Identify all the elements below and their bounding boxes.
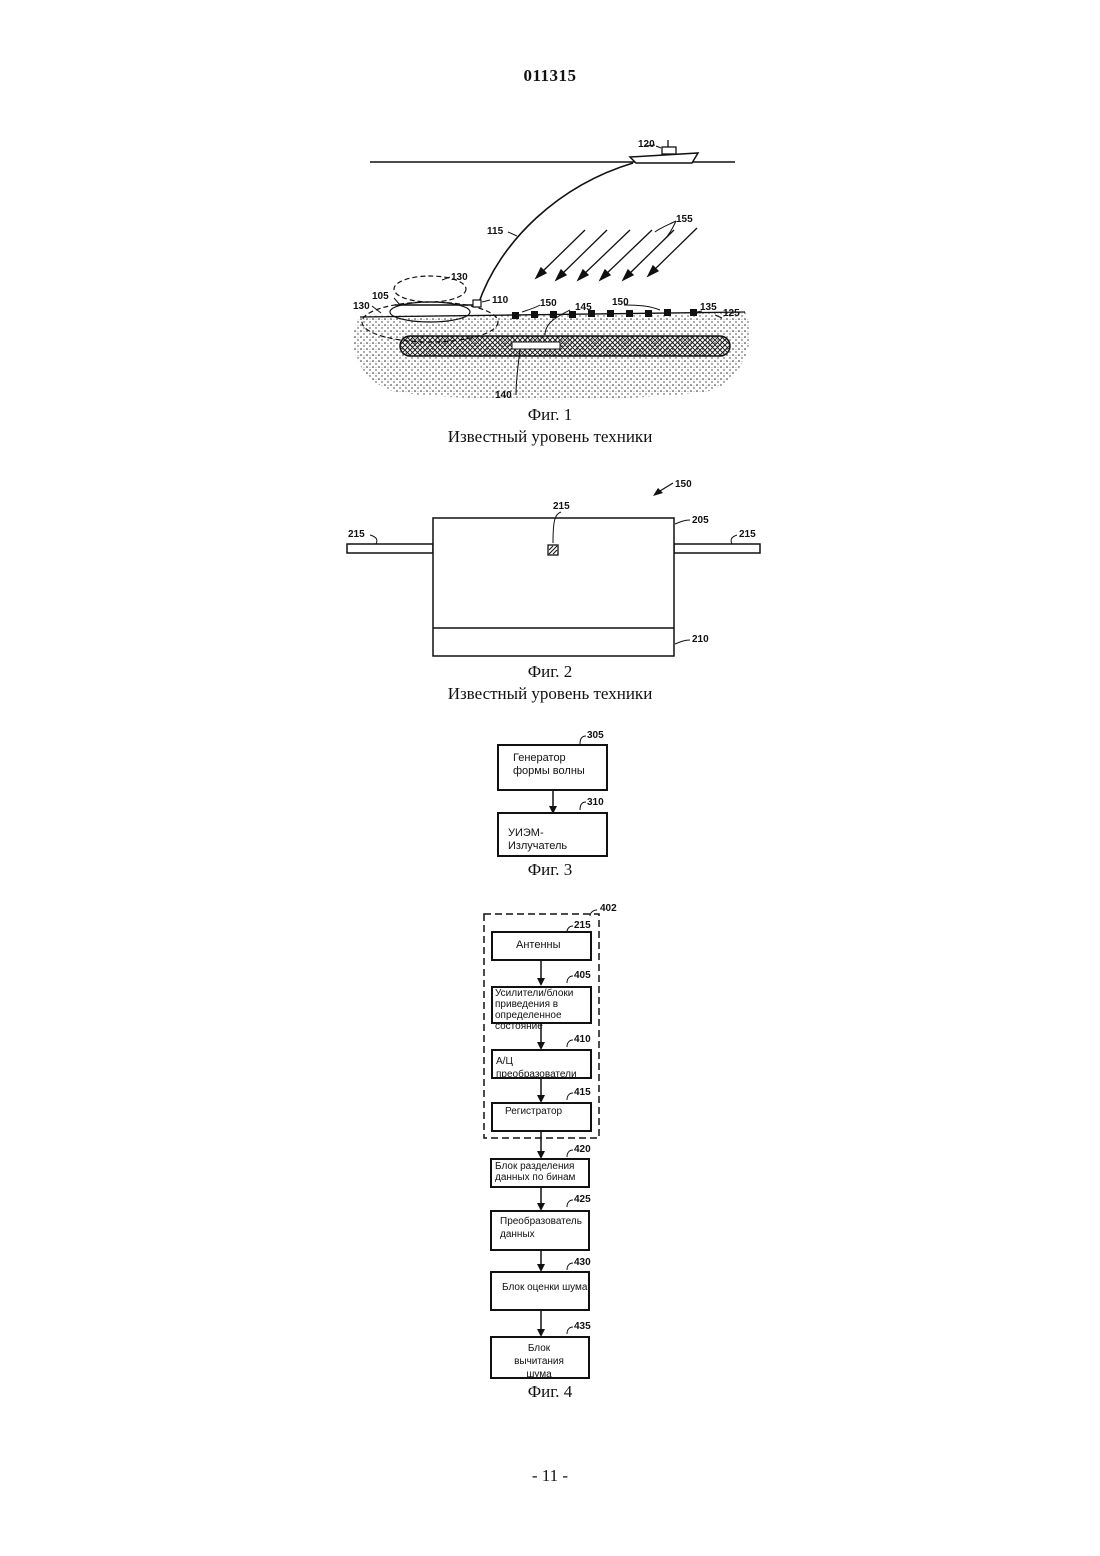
fig4-label-430: 430: [574, 1257, 591, 1268]
noise-estimation-block: Блок оценки шума: [490, 1271, 590, 1311]
fig4-caption: Фиг. 4: [0, 1382, 1100, 1402]
adc-text: А/Ц преобразователи: [496, 1056, 577, 1080]
data-converter-text: Преобразователь данных: [500, 1216, 582, 1240]
antennas-block: Антенны: [491, 931, 592, 961]
adc-block: А/Ц преобразователи: [491, 1049, 592, 1079]
fig4-label-420: 420: [574, 1144, 591, 1155]
noise-subtraction-text: Блок вычитания шума: [514, 1343, 564, 1380]
antennas-text: Антенны: [516, 939, 561, 951]
data-converter-block: Преобразователь данных: [490, 1210, 590, 1251]
page-number: - 11 -: [0, 1466, 1100, 1486]
fig4-label-435: 435: [574, 1321, 591, 1332]
binning-text: Блок разделения данных по бинам: [495, 1161, 575, 1183]
fig4-drawing: [0, 0, 1100, 1400]
fig4-label-402: 402: [600, 903, 617, 914]
fig4-label-415: 415: [574, 1087, 591, 1098]
noise-subtraction-block: Блок вычитания шума: [490, 1336, 590, 1379]
binning-block: Блок разделения данных по бинам: [490, 1158, 590, 1188]
fig4-label-410: 410: [574, 1034, 591, 1045]
fig4-label-215: 215: [574, 920, 591, 931]
recorder-text: Регистратор: [505, 1106, 562, 1117]
amplifiers-block: Усилители/блоки приведения в определенно…: [491, 986, 592, 1024]
recorder-block: Регистратор: [491, 1102, 592, 1132]
noise-estimation-text: Блок оценки шума: [502, 1282, 587, 1293]
fig4-label-405: 405: [574, 970, 591, 981]
fig4-label-425: 425: [574, 1194, 591, 1205]
